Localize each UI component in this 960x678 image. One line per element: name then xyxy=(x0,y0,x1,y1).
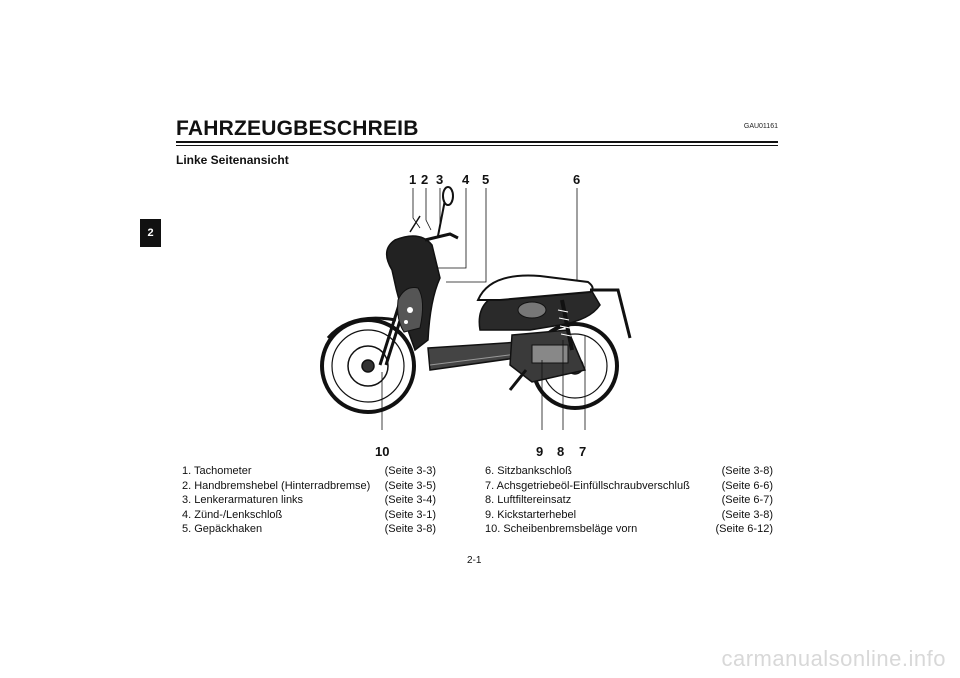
callout-6: 6 xyxy=(573,172,581,187)
callout-8: 8 xyxy=(557,444,565,459)
front-wheel xyxy=(320,318,416,414)
legend-item: 2. Handbremshebel (Hinterradbremse)(Seit… xyxy=(182,479,436,492)
callout-10: 10 xyxy=(375,444,390,459)
legend-right: 6. Sitzbankschloß(Seite 3-8) 7. Achsgetr… xyxy=(485,464,773,537)
document-code: GAU01161 xyxy=(743,123,778,130)
callout-1: 1 xyxy=(409,172,417,187)
legend-item: 7. Achsgetriebeöl-Einfüllschraubverschlu… xyxy=(485,479,773,492)
callout-5: 5 xyxy=(482,172,490,187)
title-rule-thin xyxy=(176,145,778,146)
legend-item: 5. Gepäckhaken(Seite 3-8) xyxy=(182,523,436,535)
legend-item: 8. Luftfiltereinsatz(Seite 6-7) xyxy=(485,494,773,506)
legend-item: 1. Tachometer(Seite 3-3) xyxy=(182,465,436,477)
chapter-tab: 2 xyxy=(140,219,161,247)
legend-item: 6. Sitzbankschloß(Seite 3-8) xyxy=(485,465,773,477)
callout-3: 3 xyxy=(436,172,444,187)
legend-item: 3. Lenkerarmaturen links(Seite 3-4) xyxy=(182,494,436,506)
legend-item: 9. Kickstarterhebel(Seite 3-8) xyxy=(485,508,773,521)
section-subtitle: Linke Seitenansicht xyxy=(176,153,289,167)
legend-item: 10. Scheibenbremsbeläge vorn(Seite 6-12) xyxy=(485,523,773,535)
scooter-illustration xyxy=(320,186,632,430)
callout-7: 7 xyxy=(579,444,587,459)
page-number: 2-1 xyxy=(467,555,482,566)
callout-4: 4 xyxy=(462,172,470,187)
page-title: FAHRZEUGBESCHREIB xyxy=(176,117,419,140)
callout-9: 9 xyxy=(536,444,544,459)
callout-2: 2 xyxy=(421,172,429,187)
watermark: carmanualsonline.info xyxy=(721,646,946,671)
legend-left: 1. Tachometer(Seite 3-3) 2. Handbremsheb… xyxy=(182,464,436,537)
title-rule xyxy=(176,141,778,143)
legend-item: 4. Zünd-/Lenkschloß(Seite 3-1) xyxy=(182,508,436,521)
